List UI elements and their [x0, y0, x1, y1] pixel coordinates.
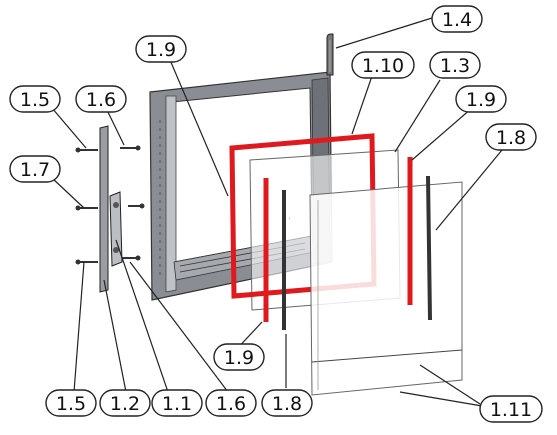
- callout-1-6-top: 1.6: [75, 85, 127, 113]
- svg-text:1.9: 1.9: [224, 347, 254, 369]
- svg-text:1.6: 1.6: [216, 393, 246, 415]
- callout-1-5-bottom: 1.5: [45, 389, 97, 417]
- callout-1-4: 1.4: [431, 5, 483, 33]
- callout-1-8-right: 1.8: [485, 123, 537, 151]
- svg-text:1.7: 1.7: [20, 159, 50, 181]
- svg-text:1.8: 1.8: [272, 393, 302, 415]
- outer-glass-pane: [309, 181, 463, 396]
- outer-glass-divider: [311, 349, 463, 363]
- callout-1-9-top: 1.9: [135, 35, 187, 63]
- svg-text:1.8: 1.8: [496, 127, 526, 149]
- svg-text:1.1: 1.1: [162, 393, 192, 415]
- svg-text:1.5: 1.5: [56, 393, 86, 415]
- svg-text:1.9: 1.9: [146, 39, 176, 61]
- svg-text:1.11: 1.11: [490, 399, 532, 421]
- svg-text:1.5: 1.5: [20, 89, 50, 111]
- hinge-bracket-part: [99, 125, 123, 293]
- screws: [75, 145, 145, 265]
- svg-text:1.4: 1.4: [442, 9, 472, 31]
- leader-lines: [51, 17, 503, 407]
- svg-text:1.10: 1.10: [362, 55, 404, 77]
- svg-text:1.3: 1.3: [440, 55, 470, 77]
- callout-1-1: 1.1: [151, 389, 203, 417]
- seal-strip-dark-right: [426, 175, 432, 321]
- hinge-pin-part: [326, 33, 334, 76]
- callout-1-10: 1.10: [351, 51, 415, 79]
- callout-1-5-top: 1.5: [9, 85, 61, 113]
- callout-1-8-bottom: 1.8: [261, 389, 313, 417]
- callout-1-11: 1.11: [479, 395, 543, 423]
- callout-1-2: 1.2: [99, 389, 151, 417]
- part-mark: ·: [288, 216, 291, 222]
- svg-text:1.6: 1.6: [86, 89, 116, 111]
- svg-text:1.2: 1.2: [110, 393, 140, 415]
- callout-1-9-bottom: 1.9: [213, 343, 265, 371]
- callout-1-6-bottom: 1.6: [205, 389, 257, 417]
- callout-1-9-right: 1.9: [455, 85, 507, 113]
- svg-text:1.9: 1.9: [466, 89, 496, 111]
- callout-1-3: 1.3: [429, 51, 481, 79]
- callout-1-7: 1.7: [9, 155, 61, 183]
